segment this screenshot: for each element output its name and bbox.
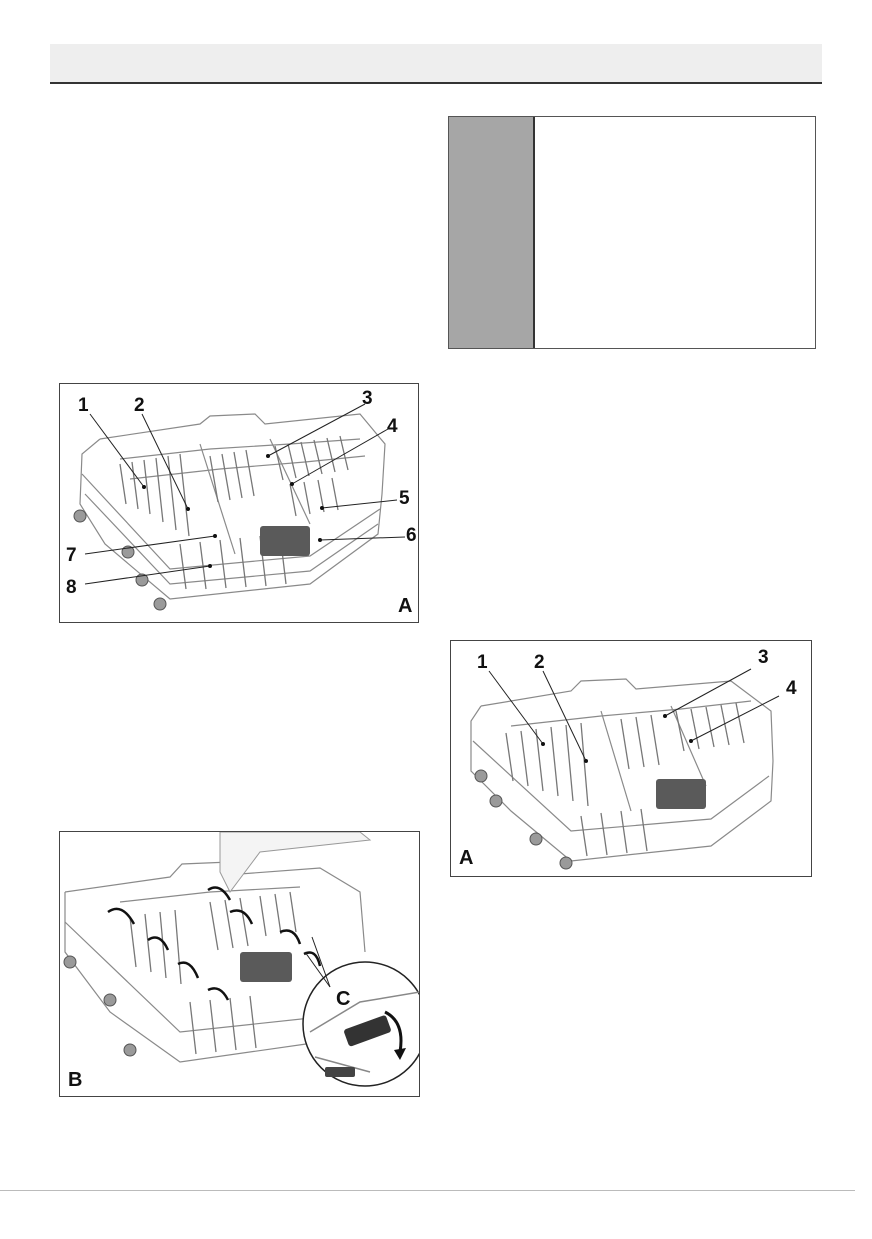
callout-1: 1 (78, 395, 89, 416)
basket-illustration (470, 668, 780, 870)
callout-2: 2 (534, 652, 545, 673)
note-box (448, 116, 816, 349)
figure-b-folding-tines: C B (59, 831, 420, 1097)
footer-divider (0, 1190, 855, 1191)
basket-illustration (73, 403, 406, 611)
note-sidebar (449, 117, 535, 348)
figure-label: B (68, 1069, 83, 1091)
figure-a-basket-simple: 1 2 3 4 A (450, 640, 812, 877)
callout-4: 4 (387, 416, 398, 437)
page-header-bar (50, 44, 822, 84)
callout-4: 4 (786, 678, 797, 699)
figure-label: A (398, 595, 413, 617)
callout-8: 8 (66, 577, 77, 598)
detail-label: C (336, 988, 351, 1010)
callout-3: 3 (362, 388, 373, 409)
callout-1: 1 (477, 652, 488, 673)
callout-2: 2 (134, 395, 145, 416)
figure-a-basket-full: 1 2 3 4 5 6 7 8 A (59, 383, 419, 623)
callout-5: 5 (399, 488, 410, 509)
callout-3: 3 (758, 647, 769, 668)
figure-label: A (459, 847, 474, 869)
callout-6: 6 (406, 525, 417, 546)
callout-7: 7 (66, 545, 77, 566)
basket-illustration (63, 832, 419, 1087)
